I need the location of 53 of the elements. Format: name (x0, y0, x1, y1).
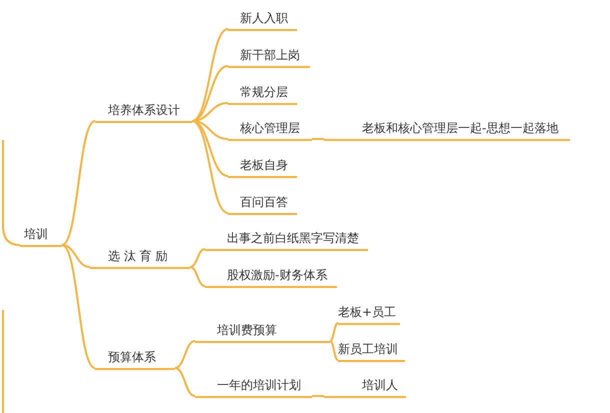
topic-node (338, 341, 405, 362)
branch-connector (192, 120, 228, 177)
branch-connector (192, 120, 228, 140)
branch-connector (2, 140, 20, 246)
branch-connector (62, 244, 90, 268)
topic-node (324, 377, 406, 398)
topic-label: 一年的培训计划 (217, 377, 301, 393)
topic-node (95, 102, 192, 123)
topic-label: 培养体系设计 (108, 102, 180, 118)
branch-connector (312, 138, 324, 140)
branch-connector (190, 248, 206, 268)
topic-node (20, 226, 62, 247)
topic-label: 培训费预算 (217, 322, 277, 338)
topic-label: 新员工培训 (338, 341, 398, 357)
topic-label: 选 汰 育 励 (108, 248, 168, 264)
topic-label: 新干部上岗 (240, 47, 300, 63)
topic-node (324, 120, 570, 141)
topic-node (228, 120, 312, 141)
branch-connector (192, 28, 228, 122)
topic-label: 百问百答 (240, 194, 288, 210)
branch-connector (192, 65, 228, 122)
branch-connector (61, 120, 96, 246)
topic-node (195, 377, 312, 398)
topic-node (228, 194, 297, 215)
branch-connector (192, 120, 228, 214)
topic-node (195, 322, 330, 343)
branch-connector (61, 244, 96, 369)
topic-node (228, 84, 297, 105)
topic-label: 出事之前白纸黑字写清楚 (227, 230, 359, 246)
topic-node (228, 47, 310, 68)
topic-label: 核心管理层 (240, 120, 300, 136)
topic-label: 老板+员工 (338, 304, 396, 320)
topic-label: 老板和核心管理层一起-思想一起落地 (362, 120, 558, 136)
branch-connector (329, 340, 339, 361)
topic-node (228, 10, 297, 31)
topic-label: 预算体系 (108, 349, 156, 365)
topic-label: 培训 (24, 226, 48, 242)
topic-label: 新人入职 (240, 10, 288, 26)
branch-connector (312, 395, 324, 397)
topic-node (228, 157, 297, 178)
topic-label: 培训人 (362, 377, 398, 393)
topic-label: 老板自身 (240, 157, 288, 173)
topic-node (90, 248, 190, 269)
topic-node (205, 267, 337, 288)
topic-node (338, 304, 400, 325)
topic-node (95, 349, 175, 370)
branch-connector (329, 322, 339, 342)
branch-connector (174, 340, 196, 369)
topic-label: 股权激励-财务体系 (227, 267, 328, 283)
topic-label: 常规分层 (240, 84, 288, 100)
topic-node (205, 230, 368, 251)
branch-connector (190, 266, 206, 287)
branch-connector (174, 367, 196, 397)
